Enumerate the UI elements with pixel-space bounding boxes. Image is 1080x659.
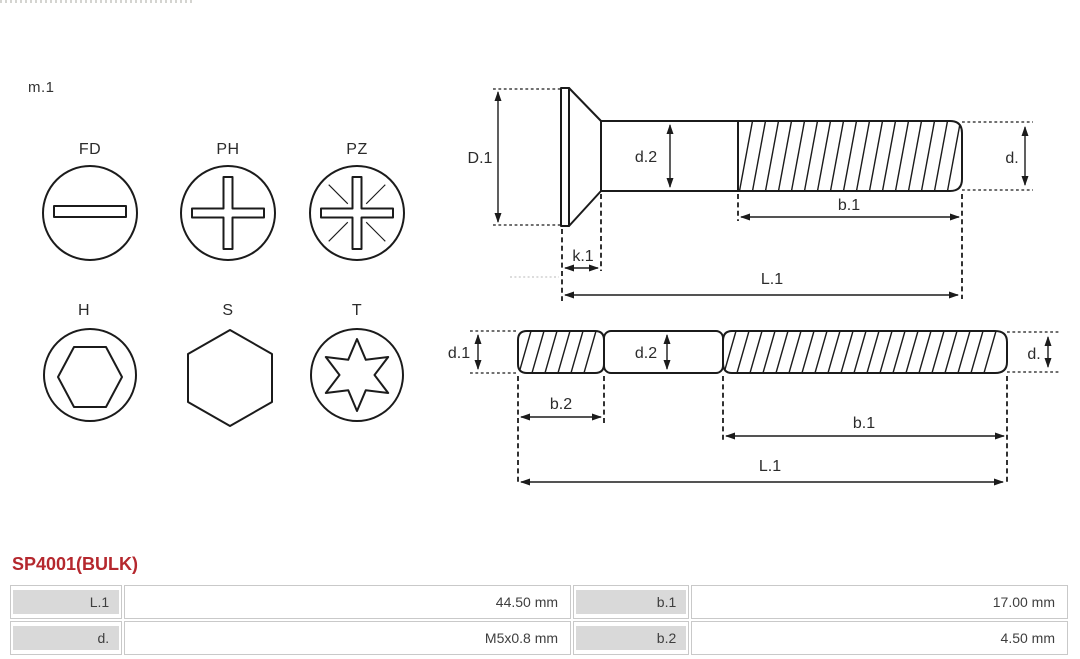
material-label: m.1	[28, 79, 55, 96]
spec-table-row: L.1 44.50 mm b.1 17.00 mm	[10, 585, 1068, 619]
spec-label: d.	[13, 626, 120, 650]
page-edge-artifact	[0, 0, 192, 3]
dim-label-long-thread-length: b.1	[853, 415, 875, 432]
product-code: SP4001(BULK)	[12, 554, 139, 574]
stud-thread-right	[722, 330, 1008, 374]
stud-plain-section	[603, 330, 724, 374]
thread-hatching	[518, 331, 597, 373]
drive-symbol-flat: FD	[42, 141, 138, 261]
spec-value-cell: 44.50 mm	[124, 585, 572, 619]
dim-label-head-diameter: D.1	[468, 150, 493, 167]
spec-label-cell: d.	[10, 621, 123, 655]
thread-hatching	[738, 121, 962, 191]
dim-label-stud-mid-diameter: d.2	[635, 345, 657, 362]
countersunk-screw-drawing: D.1 d.2 d. k.1 b.1 L.1	[468, 87, 1033, 301]
drive-symbol-label: T	[352, 302, 362, 319]
dim-label-total-length: L.1	[759, 458, 781, 475]
drive-symbol-label: S	[222, 302, 233, 319]
spec-label-cell: b.2	[573, 621, 690, 655]
spec-label-cell: b.1	[573, 585, 690, 619]
stud-drawing: d.1 d.2 b.2 b.1 L.1 d.	[448, 330, 1060, 486]
drive-symbol-pozidriv: PZ	[309, 141, 405, 261]
drive-symbol-label: FD	[79, 141, 101, 158]
drive-symbol-hex-socket: H	[43, 302, 137, 422]
dim-label-shank-diameter: d.2	[635, 149, 657, 166]
spec-value-cell: 4.50 mm	[691, 621, 1068, 655]
drive-symbol-hex-external: S	[187, 302, 273, 427]
dim-label-thread-length: b.1	[838, 197, 860, 214]
dim-label-total-length: L.1	[761, 271, 783, 288]
thread-hatching	[723, 331, 997, 373]
dim-label-thread-diameter: d.	[1005, 150, 1018, 167]
spec-label: b.1	[576, 590, 687, 614]
dim-label-head-height: k.1	[572, 248, 593, 265]
spec-table-row: d. M5x0.8 mm b.2 4.50 mm	[10, 621, 1068, 655]
spec-table: L.1 44.50 mm b.1 17.00 mm d. M5x0.8 mm b…	[8, 583, 1070, 657]
spec-value-cell: 17.00 mm	[691, 585, 1068, 619]
drive-symbol-label: PZ	[346, 141, 367, 158]
drive-symbol-phillips: PH	[180, 141, 276, 261]
dim-label-thread-diameter: d.	[1027, 346, 1040, 363]
spec-label: L.1	[13, 590, 120, 614]
spec-label: b.2	[576, 626, 687, 650]
screw-head-cone	[568, 87, 602, 227]
hex-head-icon	[187, 329, 273, 427]
drive-symbol-label: PH	[216, 141, 239, 158]
spec-value-cell: M5x0.8 mm	[124, 621, 572, 655]
stud-thread-left	[517, 330, 605, 374]
drive-symbol-torx: T	[310, 302, 404, 422]
drive-symbol-label: H	[78, 302, 90, 319]
dim-label-stud-diameter-left: d.1	[448, 345, 470, 362]
dim-label-short-thread-length: b.2	[550, 396, 572, 413]
spec-label-cell: L.1	[10, 585, 123, 619]
